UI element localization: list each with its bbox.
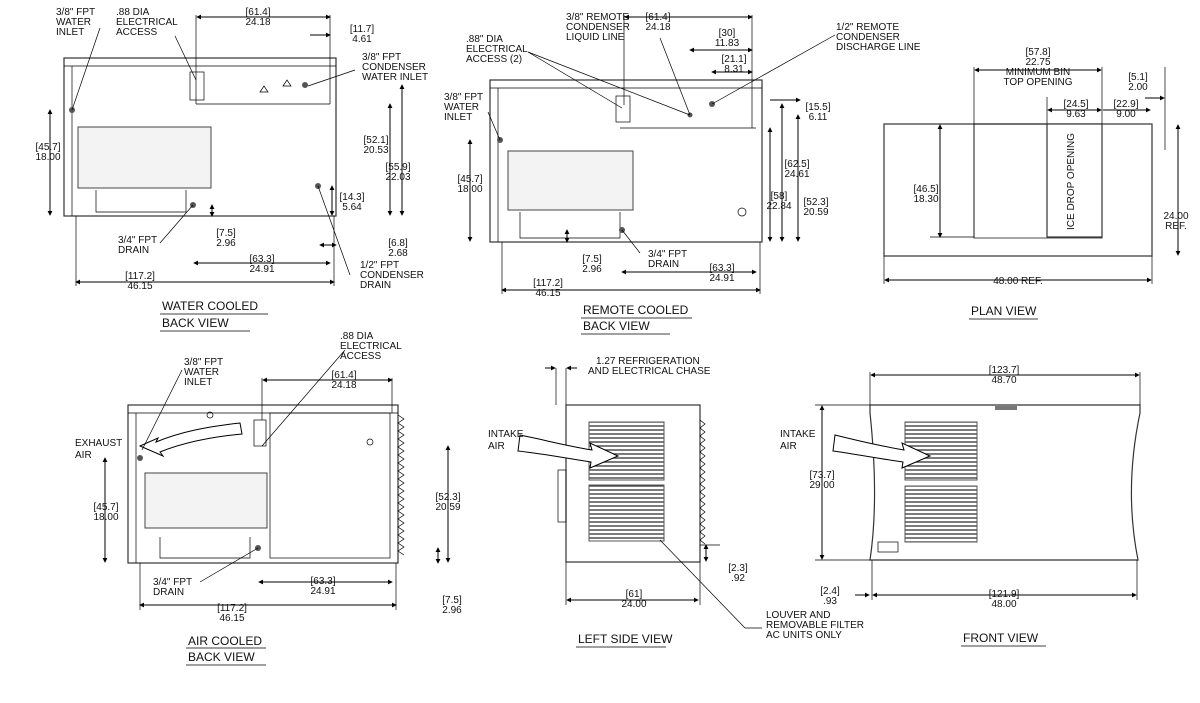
- cabinet-top: [883, 123, 1153, 257]
- dim-61-4: [61.4]24.18: [645, 12, 670, 33]
- dim-48-ref: 48.00 REF.: [993, 276, 1042, 287]
- dim-15-5: [15.5]6.11: [805, 102, 830, 123]
- dim-22-9: [22.9]9.00: [1113, 99, 1138, 120]
- dim-61-4: [61.4]24.18: [331, 370, 356, 391]
- dim-58: [58]22.84: [766, 191, 791, 212]
- air-cooled-subtitle: BACK VIEW: [188, 650, 255, 664]
- front-view-title: FRONT VIEW: [963, 631, 1039, 645]
- exhaust-arrow: [138, 422, 243, 458]
- dim-73-7: [73.7]29.00: [809, 470, 834, 491]
- dim-21-1: [21.1]8.31: [721, 54, 746, 75]
- dim-7-5: [7.5]2.96: [582, 254, 602, 275]
- dim-52-3: [52.3]20.59: [435, 492, 460, 513]
- front-louver-bottom: [904, 485, 978, 543]
- dim-123-7: [123.7]48.70: [989, 365, 1020, 386]
- remote-cooled-title: REMOTE COOLED: [583, 303, 689, 317]
- dim-5-1: [5.1]2.00: [1128, 72, 1148, 93]
- dim-52-3: [52.3]20.59: [803, 197, 828, 218]
- dim-63-3: [63.3]24.91: [249, 254, 274, 275]
- louver-bottom: [588, 484, 665, 542]
- dim-7-5: [7.5]2.96: [216, 228, 236, 249]
- dim-11-7: [11.7]4.61: [350, 24, 374, 45]
- dim-45-7: [45.7]18.00: [35, 142, 60, 163]
- dim-2-4: [2.4].93: [820, 586, 840, 607]
- dim-63-3: [63.3]24.91: [310, 576, 335, 597]
- dim-63-3: [63.3]24.91: [709, 263, 734, 284]
- dim-117-2: [117.2]46.15: [533, 278, 563, 299]
- dim-61: [61]24.00: [621, 589, 646, 610]
- dim-55-9: [55.9]22.03: [385, 162, 410, 183]
- dim-7-5: [7.5]2.96: [442, 595, 462, 616]
- left-side-view-title: LEFT SIDE VIEW: [578, 632, 673, 646]
- electrical-box: [144, 472, 268, 529]
- water-cooled-title: WATER COOLED: [162, 299, 258, 313]
- dim-6-8: [6.8]2.68: [388, 238, 408, 259]
- dim-45-7: [45.7]18.00: [457, 174, 482, 195]
- electrical-box: [507, 150, 634, 211]
- dim-30: [30]11.83: [715, 28, 740, 49]
- water-cooled-subtitle: BACK VIEW: [162, 316, 229, 330]
- dim-52-1: [52.1]20.53: [363, 135, 388, 156]
- dim-2-3: [2.3].92: [728, 563, 748, 584]
- remote-cooled-subtitle: BACK VIEW: [583, 319, 650, 333]
- dim-117-2: [117.2]46.15: [125, 271, 155, 292]
- dim-121-9: [121.9]48.00: [989, 589, 1020, 610]
- intake-arrow-front: [832, 434, 932, 469]
- dim-46-5: [46.5]18.30: [913, 184, 938, 205]
- electrical-box: [77, 126, 212, 189]
- dim-62-5: [62.5]24.61: [784, 159, 809, 180]
- intake-arrow-left: [517, 434, 620, 469]
- dim-61-4: [61.4]24.18: [245, 7, 270, 28]
- ice-drop-opening: [1046, 123, 1103, 238]
- dim-45-7: [45.7]18.00: [93, 502, 118, 523]
- condenser-panel: [269, 412, 391, 559]
- ice-drop-opening-label: ICE DROP OPENING: [1066, 133, 1077, 230]
- air-cooled-title: AIR COOLED: [188, 634, 262, 648]
- dim-117-2: [117.2]46.15: [217, 603, 247, 624]
- plan-view-title: PLAN VIEW: [971, 304, 1037, 318]
- dim-24-5: [24.5]9.63: [1063, 99, 1088, 120]
- dim-14-3: [14.3]5.64: [339, 192, 364, 213]
